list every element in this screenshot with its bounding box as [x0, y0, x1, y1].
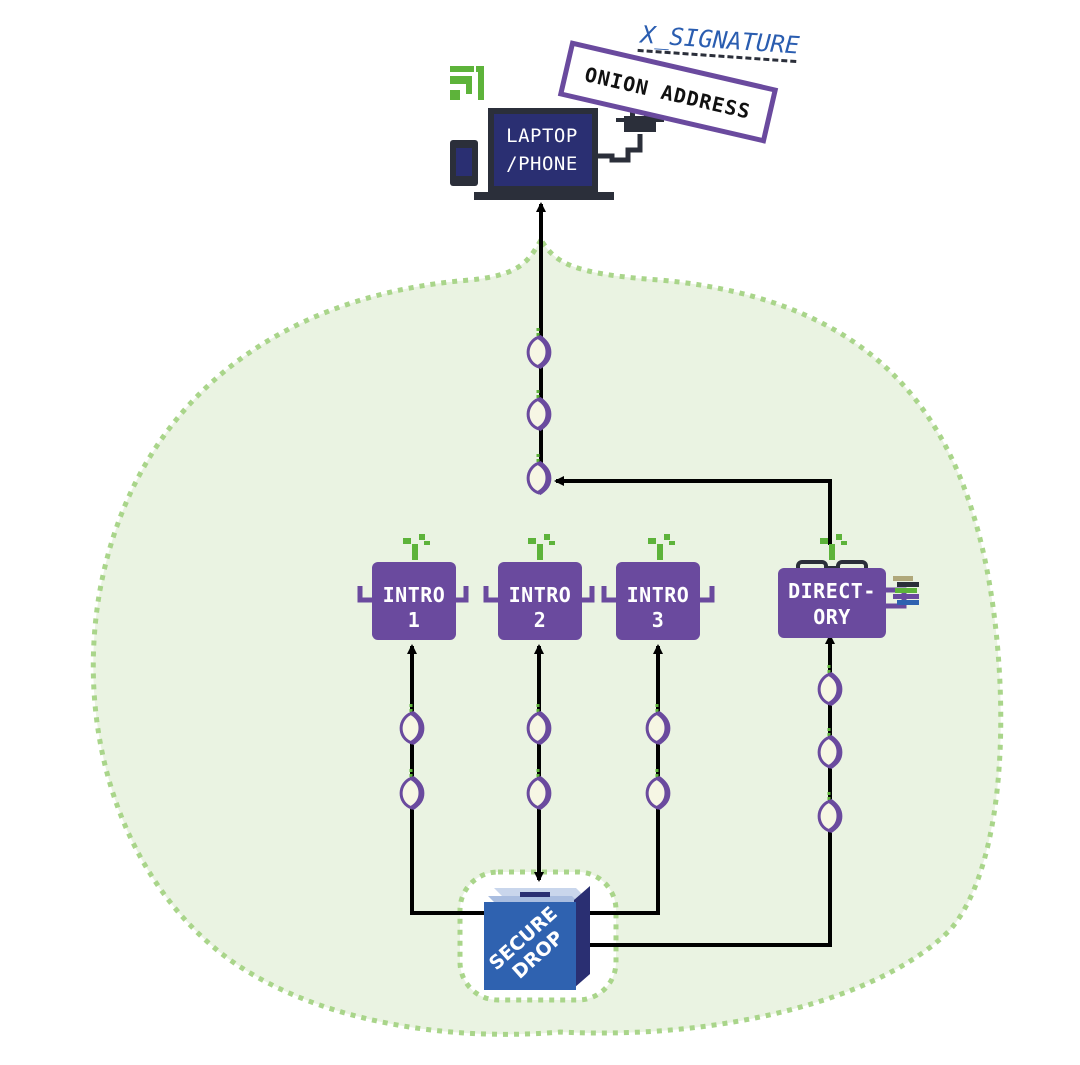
book-stack-icon [893, 576, 919, 605]
directory-line2: ORY [813, 605, 851, 629]
intro-1-line1: INTRO [383, 583, 446, 607]
signature-mark: X_SIGNATURE [637, 20, 801, 64]
intro-3-line2: 3 [652, 608, 665, 632]
laptop-line2: /PHONE [506, 153, 578, 175]
intro-3-line1: INTRO [627, 583, 690, 607]
relay-chain-laptop [528, 328, 550, 493]
intro-2-line1: INTRO [509, 583, 572, 607]
power-cable [598, 134, 643, 163]
wifi-icon [450, 66, 484, 100]
signature-label: X_SIGNATURE [638, 20, 801, 59]
intro-1-line2: 1 [408, 608, 421, 632]
directory-line1: DIRECT- [788, 579, 876, 603]
relay-chain-directory [819, 665, 841, 831]
laptop-phone-node: LAPTOP /PHONE [450, 66, 664, 200]
intro-2-line2: 2 [534, 608, 547, 632]
intro-point-2: INTRO 2 [483, 534, 595, 640]
intro-point-3: INTRO 3 [601, 534, 715, 640]
directory-node: DIRECT- ORY [778, 534, 919, 638]
intro-point-1: INTRO 1 [357, 534, 469, 640]
laptop-line1: LAPTOP [506, 125, 578, 147]
arrow-directory-to-circuit [554, 476, 832, 545]
secure-drop-node: SECURE DROP [484, 886, 590, 990]
